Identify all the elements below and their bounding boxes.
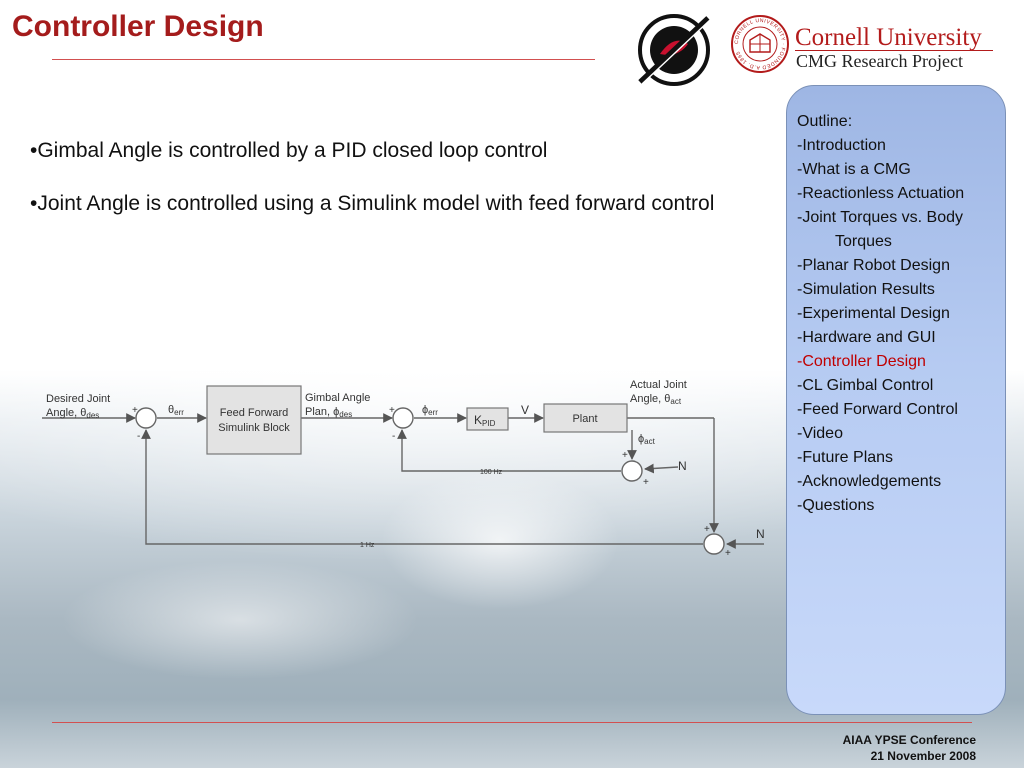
outer-noise-label: N — [756, 527, 765, 541]
plus-sign: + — [704, 524, 710, 535]
plus-sign: + — [389, 405, 395, 416]
bullet-list: •Gimbal Angle is controlled by a PID clo… — [30, 136, 720, 242]
minus-sign: - — [137, 431, 140, 442]
inner-noise-label: N — [678, 459, 687, 473]
plus-sign: + — [643, 477, 649, 488]
outline-item: -Introduction — [797, 137, 886, 154]
inner-noise-line — [644, 463, 679, 474]
gimbal-plan-label: Plan, ϕdes — [305, 406, 352, 419]
outline-item: -Planar Robot Design — [797, 257, 950, 274]
sum-junction-2 — [392, 407, 414, 429]
footer-rule — [52, 722, 972, 723]
outline-heading: Outline: — [797, 113, 853, 130]
outline-item: -Feed Forward Control — [797, 401, 958, 418]
feedforward-block — [206, 385, 302, 455]
outline-item: -Video — [797, 425, 843, 442]
outline-item-current: -Controller Design — [797, 353, 926, 370]
plant-label: Plant — [572, 413, 597, 425]
kpid-label: KPID — [474, 413, 496, 428]
control-block-diagram: Desired Joint Angle, θdes θerr Feed Forw… — [42, 379, 765, 559]
footer-date: 21 November 2008 — [870, 749, 976, 763]
outline-item: -Acknowledgements — [797, 473, 942, 490]
plant-block — [543, 403, 628, 433]
earth-cloud — [380, 470, 620, 610]
minus-sign: - — [392, 431, 395, 442]
outline-item: Torques — [835, 233, 892, 250]
plus-sign: + — [622, 450, 628, 461]
phi-err-label: ϕerr — [422, 404, 438, 417]
feedforward-block-label: Feed Forward — [220, 407, 288, 419]
outline-item: -Questions — [797, 497, 875, 514]
error-signal-label: θerr — [168, 404, 184, 417]
output-label: Actual Joint — [630, 379, 687, 391]
sum-junction-4 — [703, 533, 725, 555]
outline-item: -Reactionless Actuation — [797, 185, 965, 202]
input-label: Desired Joint — [46, 393, 110, 405]
project-name: CMG Research Project — [796, 51, 963, 71]
sum-junction-1 — [135, 407, 157, 429]
slide-title: Controller Design — [12, 10, 264, 43]
title-underline — [52, 59, 595, 60]
bullet-point: •Joint Angle is controlled using a Simul… — [30, 192, 715, 215]
institution-underline — [795, 50, 993, 51]
footer: AIAA YPSE Conference 21 November 2008 — [843, 732, 976, 764]
outline-item: -Hardware and GUI — [797, 329, 936, 346]
outline-item: -Joint Torques vs. Body — [797, 209, 964, 226]
cmg-gyroscope-icon — [638, 14, 711, 86]
input-label: Angle, θdes — [46, 407, 99, 420]
outline-list: -Introduction -What is a CMG -Reactionless… — [797, 134, 1005, 518]
institution-name: Cornell University — [795, 24, 982, 51]
inner-feedback-line — [397, 429, 621, 472]
outline-item: -What is a CMG — [797, 161, 911, 178]
bullet-point: •Gimbal Angle is controlled by a PID clo… — [30, 139, 548, 162]
gimbal-plan-label: Gimbal Angle — [305, 392, 370, 404]
plus-sign: + — [725, 548, 731, 559]
outline-item: -CL Gimbal Control — [797, 377, 934, 394]
plus-sign: + — [132, 405, 138, 416]
feedforward-block-label: Simulink Block — [218, 422, 290, 434]
sum-junction-3 — [621, 460, 643, 482]
footer-conference: AIAA YPSE Conference — [842, 733, 976, 747]
outer-feedback-line — [141, 429, 703, 545]
outline-panel: Outline: -Introduction -What is a CMG -Rea… — [786, 85, 1006, 715]
outline-item: -Future Plans — [797, 449, 894, 466]
outline-item: -Experimental Design — [797, 305, 950, 322]
inner-loop-rate: 100 Hz — [480, 469, 503, 476]
output-label: Angle, θact — [630, 393, 682, 406]
outer-loop-rate: 1 Hz — [360, 542, 375, 549]
v-signal-label: V — [521, 403, 529, 417]
earth-cloud — [60, 560, 420, 680]
phi-act-label: ϕact — [638, 433, 656, 446]
kpid-block — [466, 407, 509, 431]
cornell-seal-icon: CORNELL UNIVERSITY · FOUNDED A.D. 1865 — [731, 15, 789, 73]
outline-item: -Simulation Results — [797, 281, 935, 298]
